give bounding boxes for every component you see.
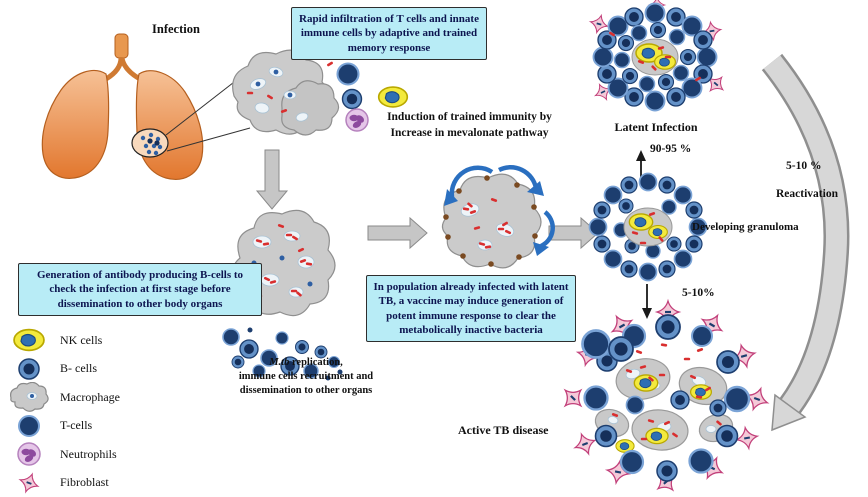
legend-item-neutrophils: Neutrophils <box>8 440 120 469</box>
legend-item-b-cells: B- cells <box>8 355 120 384</box>
annotation-mtb-line2: immune cells recruitment and <box>238 371 374 383</box>
fibroblast-icon <box>16 469 42 496</box>
legend-item-t-cells: T-cells <box>8 412 120 441</box>
arrow-right-to-vaccine-macrophage <box>367 216 428 250</box>
legend-item-nk-cells: NK cells <box>8 326 120 355</box>
legend-label: NK cells <box>60 332 103 347</box>
arrow-right-to-developing-granuloma <box>548 216 599 250</box>
lungs-illustration <box>41 33 251 180</box>
annotation-trained-immunity: Induction of trained immunity by Increas… <box>382 110 557 141</box>
activation-recycle-arrows <box>444 165 555 256</box>
b-cell-icon <box>18 358 40 380</box>
label-percent-90-95: 90-95 % <box>650 143 692 155</box>
callout-bcell-generation: Generation of antibody producing B-cells… <box>18 263 262 316</box>
label-percent-5-10-reactivation: 5-10 % <box>786 160 822 172</box>
disseminated-b-cells <box>222 327 343 381</box>
legend-label: Fibroblast <box>60 475 109 490</box>
legend-label: Neutrophils <box>60 446 117 461</box>
arrow-down-to-replication <box>255 149 289 210</box>
label-developing-granuloma: Developing granuloma <box>692 221 799 233</box>
legend-item-macrophage: Macrophage <box>8 382 120 413</box>
annotation-mtb-replication: M.tb replication, immune cells recruitme… <box>220 356 392 399</box>
callout-rapid-infiltration: Rapid infiltration of T cells and innate… <box>291 7 487 60</box>
mtb-italic: M.tb <box>269 357 290 368</box>
macrophage-icon <box>10 382 49 413</box>
legend-label: T-cells <box>60 418 93 433</box>
reactivation-curved-arrow <box>761 53 850 432</box>
callout-vaccine-response: In population already infected with late… <box>366 275 576 343</box>
label-reactivation: Reactivation <box>776 188 838 200</box>
label-infection: Infection <box>152 22 200 36</box>
granuloma-active-tb <box>556 299 773 497</box>
legend: NK cells B- cells Macrophage T-cells Neu… <box>8 326 120 497</box>
legend-label: Macrophage <box>60 389 120 404</box>
mtb-after: replication, <box>289 357 343 368</box>
annotation-mtb-line3: dissemination to other organs <box>239 385 373 397</box>
label-percent-5-10-progression: 5-10% <box>682 287 715 299</box>
macrophage-vaccine-activated <box>441 165 555 269</box>
label-latent-infection: Latent Infection <box>614 120 698 134</box>
annotation-trained-immunity-line2: Increase in mevalonate pathway <box>390 126 549 139</box>
t-cell-icon <box>18 414 40 437</box>
nk-cell-icon <box>13 329 45 352</box>
legend-item-fibroblast: Fibroblast <box>8 469 120 497</box>
annotation-trained-immunity-line1: Induction of trained immunity by <box>387 111 552 123</box>
annotation-mtb-line1: M.tb replication, <box>220 356 392 370</box>
macrophage-cluster-top <box>232 49 340 136</box>
arrow-5-10-down <box>642 284 652 319</box>
legend-label: B- cells <box>60 361 97 376</box>
neutrophil-icon <box>17 442 41 466</box>
granuloma-developing <box>588 172 708 282</box>
granuloma-latent <box>587 0 730 112</box>
infection-site <box>131 128 169 158</box>
label-active-tb-disease: Active TB disease <box>458 423 549 437</box>
